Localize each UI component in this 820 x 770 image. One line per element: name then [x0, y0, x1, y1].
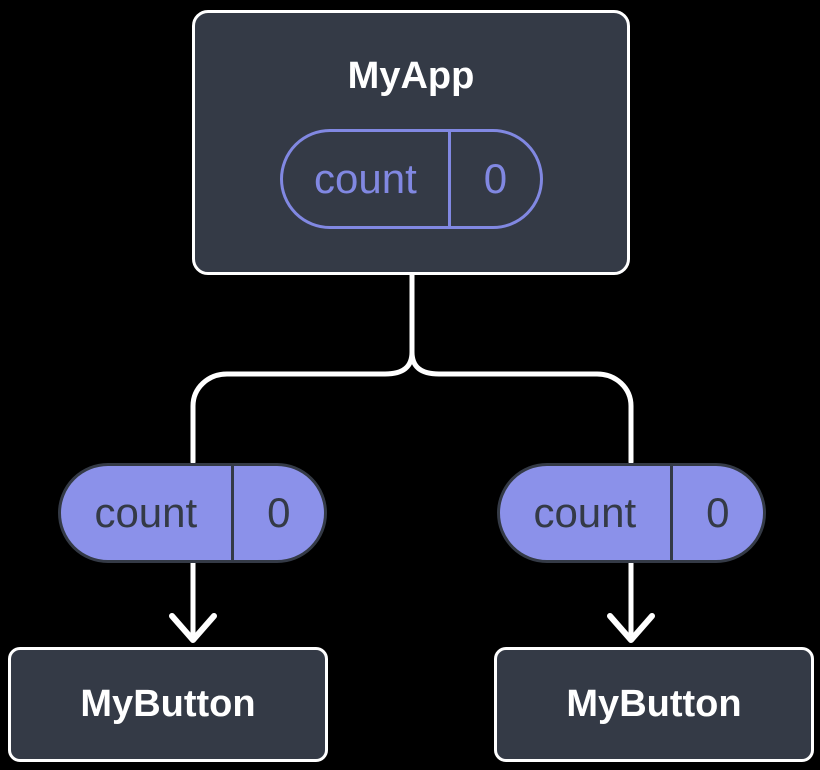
myapp-title: MyApp — [347, 55, 475, 97]
myapp-component-box: MyApp count 0 — [192, 10, 630, 275]
prop-value: 0 — [267, 489, 291, 536]
prop-value: 0 — [706, 489, 730, 536]
mybutton-title: MyButton — [80, 682, 256, 725]
state-name: count — [283, 131, 452, 226]
count-prop-pill-right: count 0 — [497, 463, 766, 563]
prop-name: count — [500, 466, 673, 560]
connector-root-to-right-pill — [409, 349, 634, 465]
connector-root-to-left-pill — [190, 271, 415, 465]
mybutton-component-box-right: MyButton — [494, 647, 814, 762]
mybutton-component-box-left: MyButton — [8, 647, 328, 762]
prop-name: count — [61, 466, 234, 560]
mybutton-title: MyButton — [566, 682, 742, 725]
count-prop-pill-left: count 0 — [58, 463, 327, 563]
count-state-pill: count 0 — [279, 128, 543, 229]
state-value: 0 — [483, 154, 508, 202]
arrowhead-left-icon — [169, 613, 217, 643]
arrowhead-right-icon — [607, 613, 655, 643]
